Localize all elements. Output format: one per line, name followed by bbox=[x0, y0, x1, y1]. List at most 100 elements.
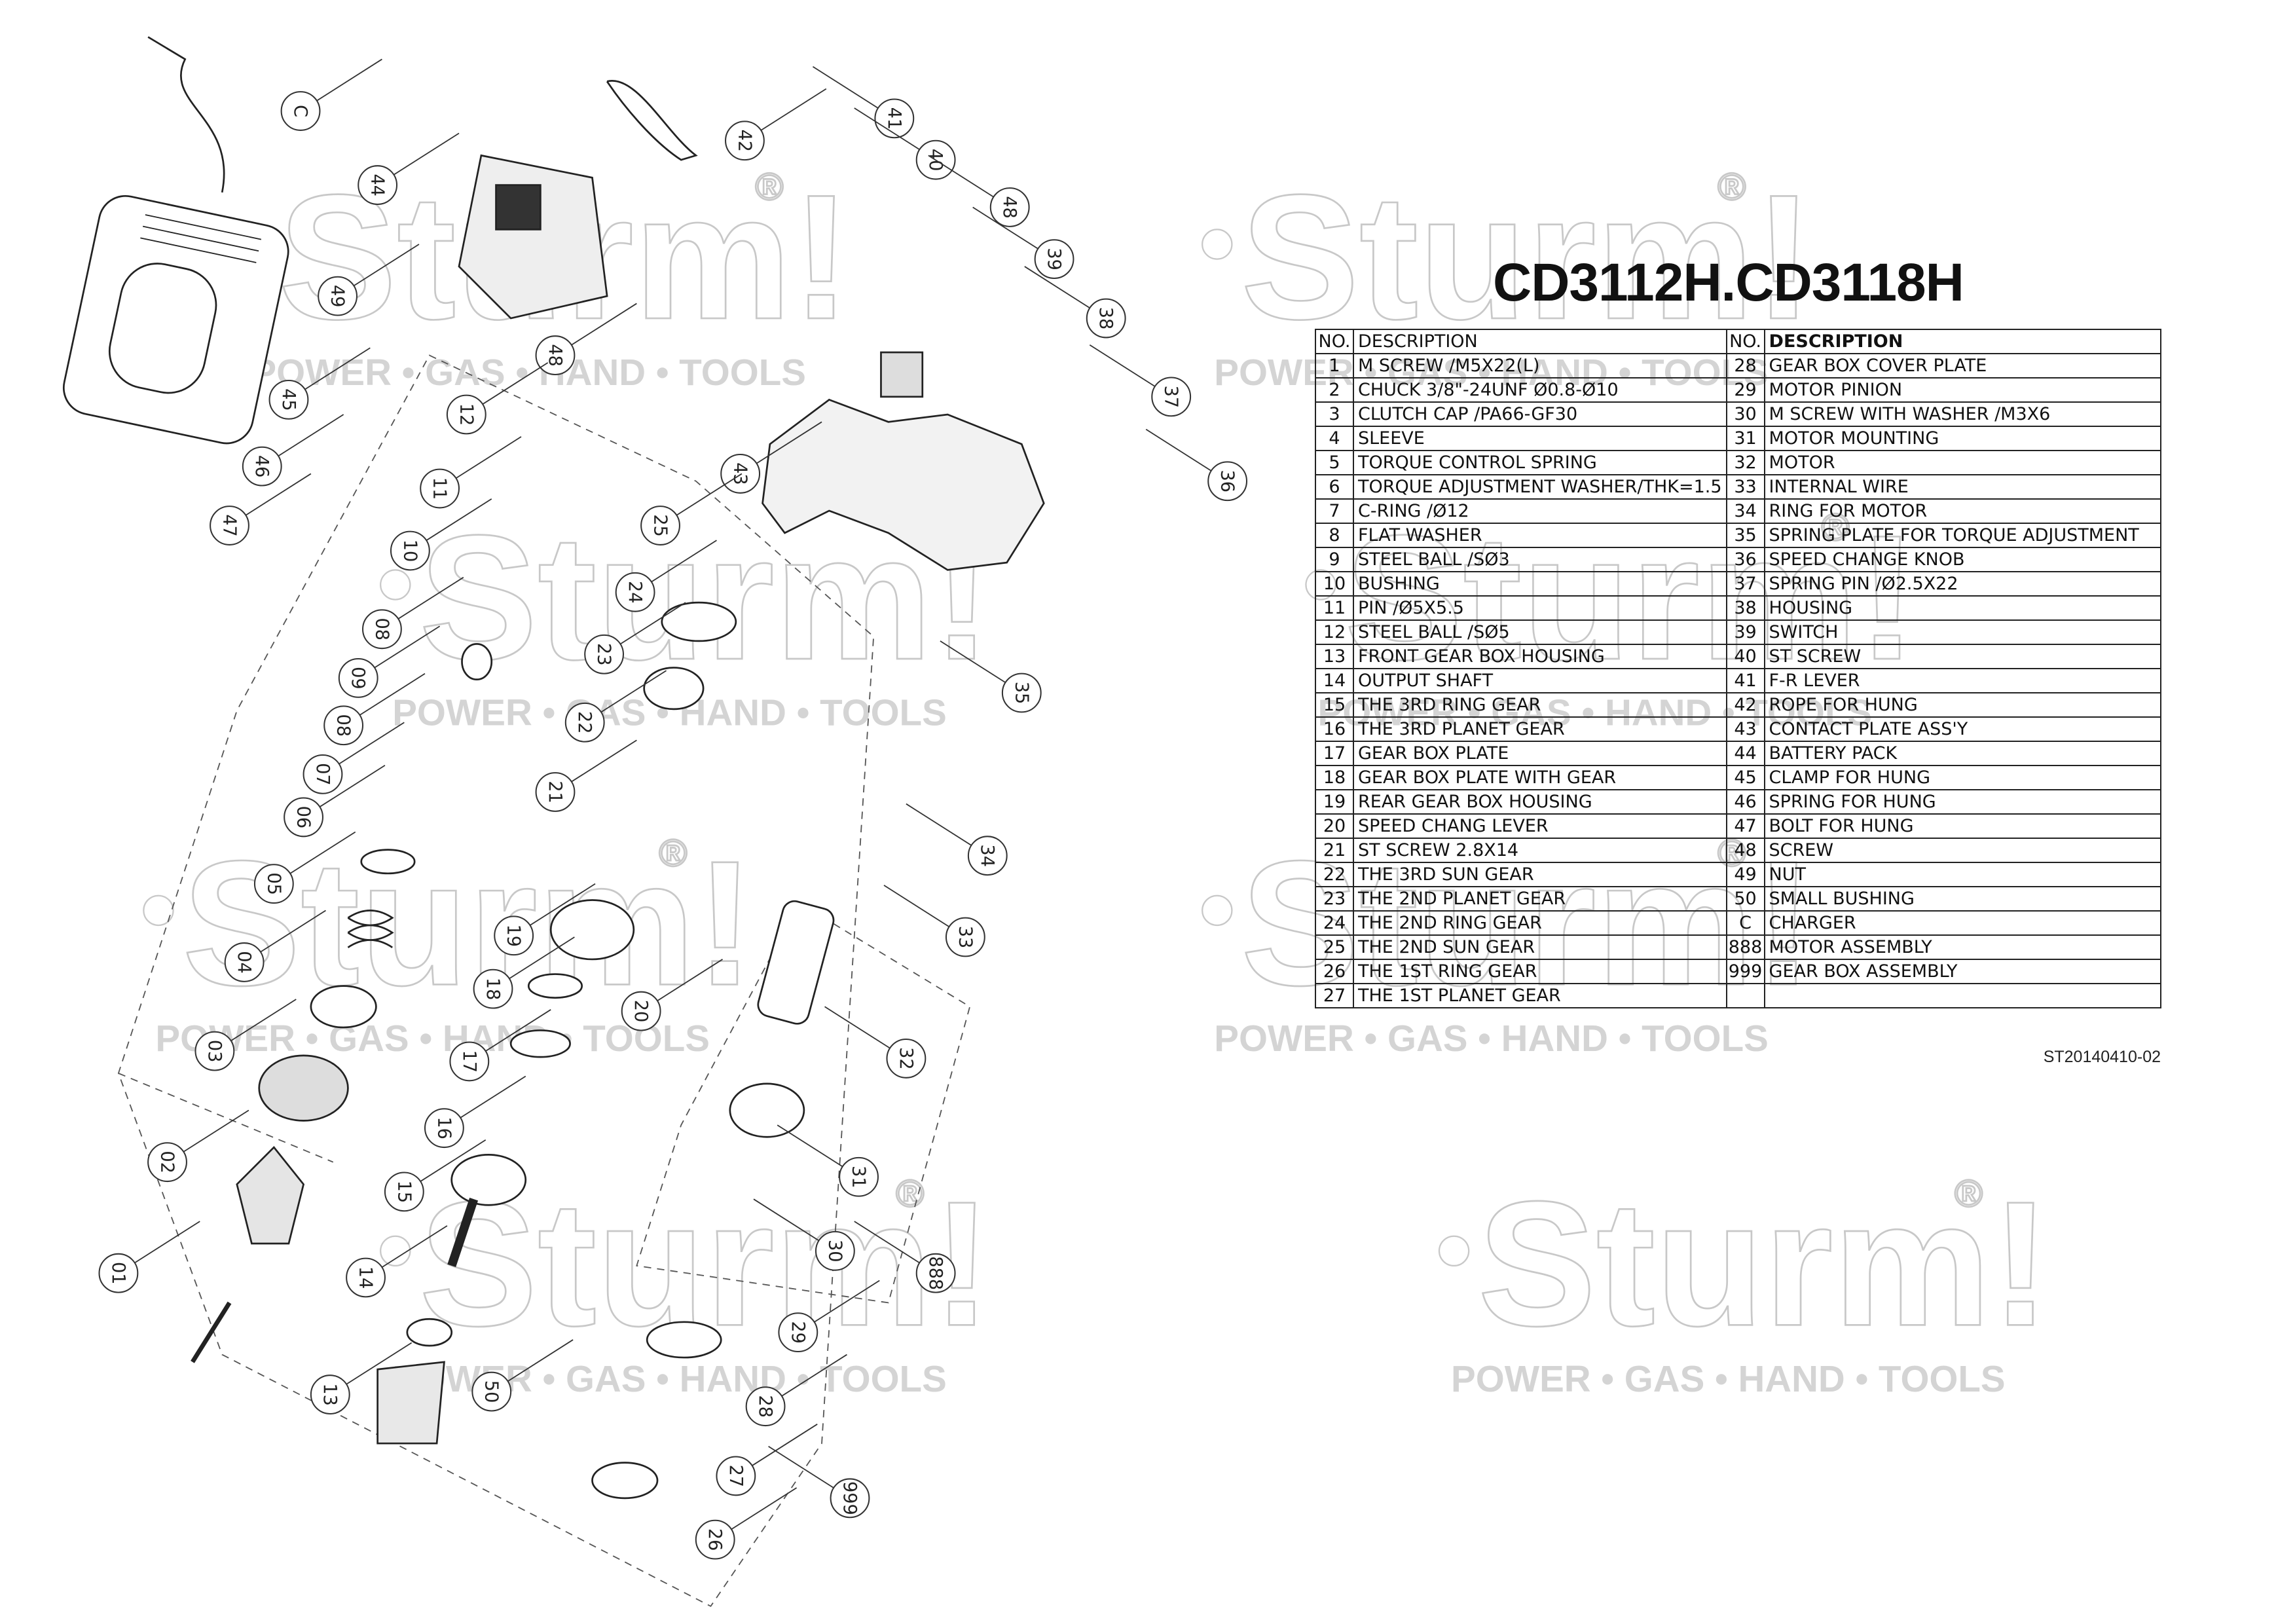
part-number: 21 bbox=[1315, 838, 1354, 863]
part-callout: 01 bbox=[98, 1221, 200, 1293]
part-number: 45 bbox=[1725, 765, 1765, 790]
part-callout: 24 bbox=[615, 540, 717, 612]
part-callout: 08 bbox=[323, 673, 426, 746]
part-description: PIN /Ø5X5.5 bbox=[1353, 595, 1727, 621]
callout-number: 32 bbox=[896, 1047, 916, 1070]
callout-number: 37 bbox=[1161, 386, 1181, 409]
part-callout: 40 bbox=[854, 107, 956, 180]
part-callouts: C444945464742414048393837364843121110252… bbox=[98, 58, 1248, 1560]
part-number: 49 bbox=[1725, 862, 1765, 887]
part-number: 888 bbox=[1725, 934, 1765, 960]
part-number: 39 bbox=[1725, 619, 1765, 645]
part-description: CLAMP FOR HUNG bbox=[1763, 765, 2162, 790]
registered-mark: ® bbox=[659, 832, 687, 875]
callout-number: 04 bbox=[234, 951, 254, 974]
part-number: 14 bbox=[1315, 668, 1354, 693]
document-code: ST20140410-02 bbox=[2043, 1048, 2161, 1066]
part-description: BUSHING bbox=[1353, 571, 1727, 597]
callout-number: 12 bbox=[456, 403, 476, 426]
part-description: SPRING FOR HUNG bbox=[1763, 789, 2162, 815]
callout-number: 08 bbox=[333, 714, 354, 737]
callout-number: 26 bbox=[705, 1528, 725, 1551]
part-number: 13 bbox=[1315, 644, 1354, 669]
callout-number: 43 bbox=[730, 462, 750, 485]
rope-part bbox=[606, 80, 698, 161]
part-number: 10 bbox=[1315, 571, 1354, 597]
ring-gear-23 bbox=[643, 667, 705, 710]
ring-gear-26 bbox=[591, 1462, 659, 1500]
part-number: 38 bbox=[1725, 595, 1765, 621]
part-description: SLEEVE bbox=[1353, 426, 1727, 451]
part-callout: C bbox=[280, 58, 382, 131]
callout-number: 24 bbox=[625, 581, 645, 604]
part-callout: 10 bbox=[390, 498, 492, 571]
callout-number: 29 bbox=[788, 1321, 808, 1344]
part-callout: 16 bbox=[424, 1075, 526, 1149]
part-number: 19 bbox=[1315, 789, 1354, 815]
callout-number: 07 bbox=[312, 763, 333, 786]
part-description: STEEL BALL /SØ3 bbox=[1353, 547, 1727, 572]
part-description: MOTOR bbox=[1763, 450, 2162, 475]
part-description: GEAR BOX ASSEMBLY bbox=[1763, 959, 2162, 984]
part-callout: 17 bbox=[449, 1009, 551, 1082]
watermark-tagline: POWER • GAS • HAND • TOOLS bbox=[251, 352, 806, 393]
housing-part bbox=[762, 398, 1045, 571]
part-callout: 08 bbox=[361, 576, 464, 650]
part-description: C-RING /Ø12 bbox=[1353, 498, 1727, 524]
part-callout: 999 bbox=[768, 1445, 870, 1519]
callout-number: 22 bbox=[574, 711, 595, 734]
registered-mark: ® bbox=[755, 166, 783, 208]
part-callout: 29 bbox=[778, 1280, 880, 1353]
sturm-watermark: Sturm!®POWER • GAS • HAND • TOOLS bbox=[143, 823, 756, 1059]
part-description: F-R LEVER bbox=[1763, 668, 2162, 693]
charger-part bbox=[62, 194, 289, 445]
part-description: OUTPUT SHAFT bbox=[1353, 668, 1727, 693]
front-gear-box-13 bbox=[376, 1361, 445, 1445]
part-number: C bbox=[1725, 910, 1765, 936]
watermark-logo: Sturm! bbox=[1241, 158, 1813, 356]
callout-number: 17 bbox=[459, 1050, 479, 1073]
part-callout: 07 bbox=[303, 722, 405, 794]
part-callout: 11 bbox=[420, 436, 522, 509]
part-callout: 14 bbox=[346, 1225, 448, 1298]
part-number: 22 bbox=[1315, 862, 1354, 887]
part-callout: 888 bbox=[854, 1221, 956, 1293]
callout-number: 25 bbox=[650, 514, 670, 537]
callout-number: 888 bbox=[925, 1256, 946, 1290]
part-number: 33 bbox=[1725, 474, 1765, 500]
part-callout: 36 bbox=[1145, 428, 1248, 502]
part-number: 8 bbox=[1315, 523, 1354, 548]
column-header-description: DESCRIPTION bbox=[1353, 329, 1727, 354]
part-callout: 20 bbox=[621, 959, 723, 1031]
part-callout: 50 bbox=[471, 1339, 574, 1412]
part-description: HOUSING bbox=[1763, 595, 2162, 621]
part-callout: 23 bbox=[584, 602, 686, 674]
part-number: 32 bbox=[1725, 450, 1765, 475]
callout-number: 15 bbox=[394, 1181, 414, 1204]
part-description: MOTOR ASSEMBLY bbox=[1763, 934, 2162, 960]
part-description: FLAT WASHER bbox=[1353, 523, 1727, 548]
part-number: 999 bbox=[1725, 959, 1765, 984]
part-description: INTERNAL WIRE bbox=[1763, 474, 2162, 500]
part-callout: 30 bbox=[753, 1198, 855, 1271]
part-description: GEAR BOX COVER PLATE bbox=[1763, 353, 2162, 378]
watermark-tagline: POWER • GAS • HAND • TOOLS bbox=[1451, 1358, 2006, 1399]
part-description: SWITCH bbox=[1763, 619, 2162, 645]
spring-05 bbox=[347, 910, 394, 948]
assembly-boundaries bbox=[117, 354, 971, 1608]
part-number: 11 bbox=[1315, 595, 1354, 621]
callout-number: 28 bbox=[755, 1395, 775, 1418]
part-description: STEEL BALL /SØ5 bbox=[1353, 619, 1727, 645]
callout-number: 36 bbox=[1217, 470, 1238, 492]
part-number: 50 bbox=[1725, 886, 1765, 912]
callout-number: 18 bbox=[483, 978, 503, 1001]
